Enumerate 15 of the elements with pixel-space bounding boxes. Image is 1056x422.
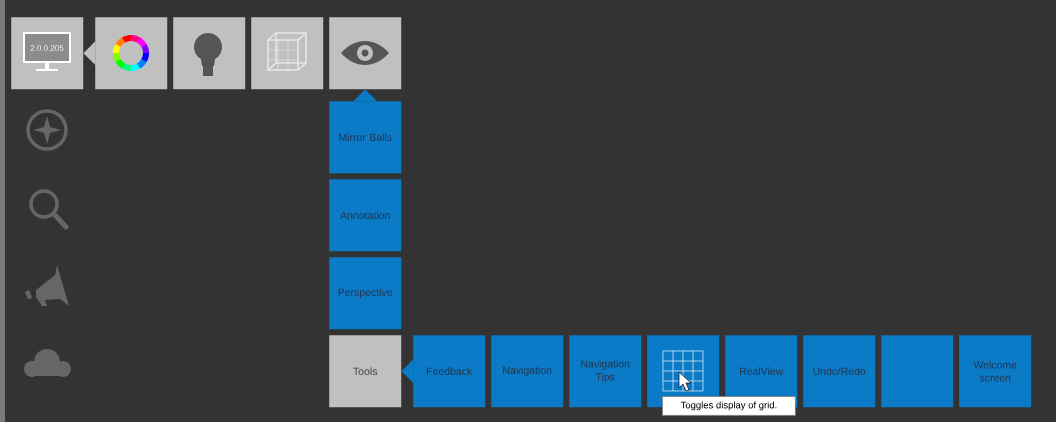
pointer-arrow	[353, 89, 378, 102]
menu-tile: Navigation Tips	[569, 335, 642, 408]
pointer-arrow	[83, 41, 96, 66]
tooltip: Toggles display of grid.	[662, 396, 796, 416]
menu-tile: Perspective	[329, 257, 402, 330]
version-text: 2.0.0.205	[30, 45, 64, 51]
menu-tile: Tools	[329, 335, 402, 408]
menu-tile	[881, 335, 954, 408]
menu-tile: Annotation	[329, 179, 402, 252]
menu-tile: Mirror Balls	[329, 101, 402, 174]
menu-tile: Navigation	[491, 335, 564, 408]
menu-tile: Undo/Redo	[803, 335, 876, 408]
pointer-arrow	[401, 359, 414, 384]
menu-tile: Feedback	[413, 335, 486, 408]
menu-tile: Welcome screen	[959, 335, 1032, 408]
